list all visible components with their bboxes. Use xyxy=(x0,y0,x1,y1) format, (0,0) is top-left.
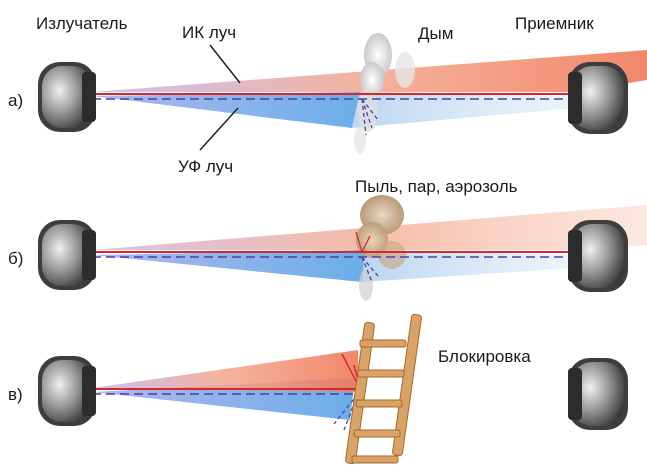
emitter-device xyxy=(38,62,96,132)
receiver-device xyxy=(568,62,628,134)
receiver-device xyxy=(568,358,628,430)
scattered-beams xyxy=(355,231,379,283)
ladder xyxy=(345,313,422,465)
row-marker-c: в) xyxy=(8,385,23,404)
row-a: а) xyxy=(8,33,647,154)
receiver-label: Приемник xyxy=(515,14,594,33)
row-marker-a: а) xyxy=(8,91,23,110)
emitter-label: Излучатель xyxy=(36,14,128,33)
uv-pointer xyxy=(199,107,239,151)
uv-beam-faded xyxy=(362,250,575,282)
uv-beam-faded xyxy=(352,92,575,128)
ir-pointer xyxy=(209,44,241,84)
ir-beam-label: ИК луч xyxy=(182,23,236,42)
row-b: б) xyxy=(8,195,647,301)
uv-beam xyxy=(92,250,365,282)
receiver-device xyxy=(568,220,628,292)
scattered-uv xyxy=(361,98,379,136)
blocking-label: Блокировка xyxy=(438,347,531,366)
smoke-label: Дым xyxy=(418,24,453,43)
uv-beam xyxy=(92,92,360,128)
uv-beam-label: УФ луч xyxy=(178,157,233,176)
row-c: в) xyxy=(8,313,628,465)
row-marker-b: б) xyxy=(8,249,23,268)
ir-beam xyxy=(92,350,358,392)
emitter-device xyxy=(38,220,96,290)
emitter-device xyxy=(38,356,96,426)
dust-label: Пыль, пар, аэрозоль xyxy=(355,177,518,196)
